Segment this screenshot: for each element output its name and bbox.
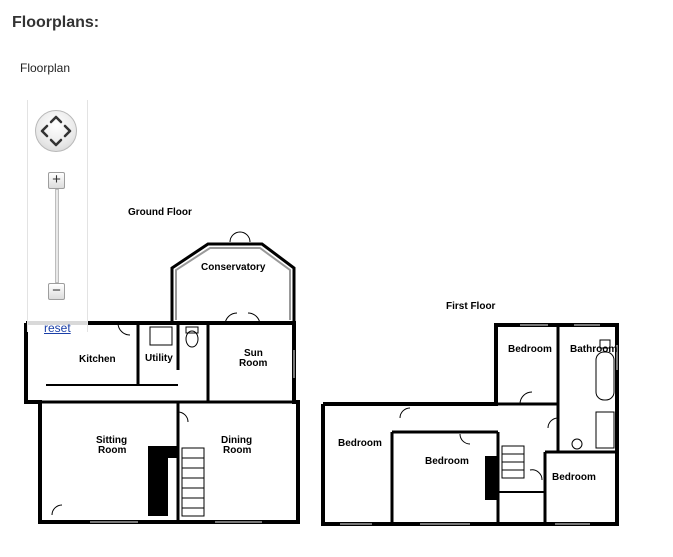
room-kitchen: Kitchen [79, 354, 116, 365]
room-bedroom-middle: Bedroom [425, 456, 469, 467]
room-dining-line2: Room [223, 445, 252, 456]
room-sitting-line2: Room [98, 445, 127, 456]
room-utility: Utility [145, 353, 173, 364]
pan-control[interactable] [35, 110, 77, 152]
floorplan-label: Floorplan [20, 61, 71, 75]
room-conservatory: Conservatory [201, 262, 266, 273]
room-bedroom-left: Bedroom [338, 438, 382, 449]
room-sun-line1: Sun [244, 348, 263, 359]
ground-floor-title: Ground Floor [128, 207, 192, 218]
room-bathroom: Bathroom [570, 344, 618, 355]
room-bedroom-right: Bedroom [552, 472, 596, 483]
room-bedroom-top: Bedroom [508, 344, 552, 355]
first-floor-title: First Floor [446, 301, 496, 312]
zoom-out-button[interactable]: − [48, 283, 65, 300]
pan-arrows-icon [40, 115, 72, 147]
room-sitting-line1: Sitting [96, 435, 128, 446]
zoom-in-button[interactable]: + [48, 172, 65, 189]
room-dining-line1: Dining [221, 435, 253, 446]
room-sun-line2: Room [239, 358, 268, 369]
page-heading: Floorplans: [12, 14, 100, 31]
zoom-slider-track[interactable] [55, 189, 59, 283]
reset-link[interactable]: reset [44, 321, 71, 335]
